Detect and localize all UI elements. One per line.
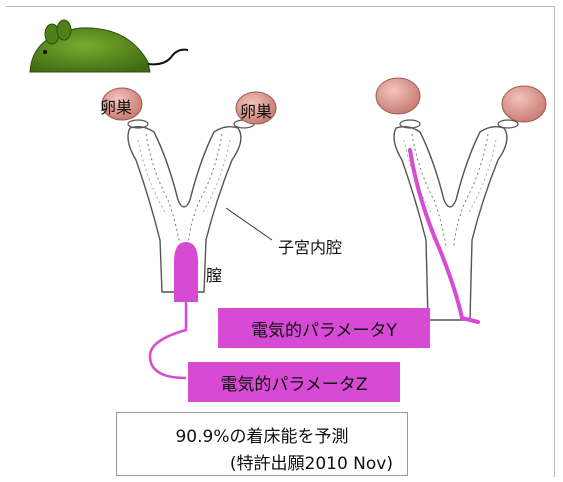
mouse-icon — [30, 20, 188, 72]
label-ovary-left: 卵巣 — [100, 94, 132, 118]
label-vagina: 膣 — [206, 262, 222, 286]
label-ovary-right: 卵巣 — [240, 98, 272, 122]
parameter-z-label: 電気的パラメータZ — [220, 370, 367, 395]
label-uterine-cavity: 子宮内腔 — [278, 234, 342, 258]
ovary-right-2 — [502, 86, 546, 122]
ovary-right-1 — [376, 78, 420, 114]
probe-wire-z — [150, 302, 186, 378]
vaginal-probe — [174, 242, 198, 302]
cavity-leader-line — [226, 208, 272, 240]
result-box: 90.9%の着床能を予測 (特許出願2010 Nov) — [116, 412, 408, 476]
parameter-z-box: 電気的パラメータZ — [188, 362, 400, 402]
parameter-y-label: 電気的パラメータY — [251, 316, 397, 341]
result-line-1: 90.9%の着床能を予測 — [117, 422, 407, 447]
result-line-2: (特許出願2010 Nov) — [230, 449, 393, 474]
parameter-y-box: 電気的パラメータY — [218, 308, 430, 348]
